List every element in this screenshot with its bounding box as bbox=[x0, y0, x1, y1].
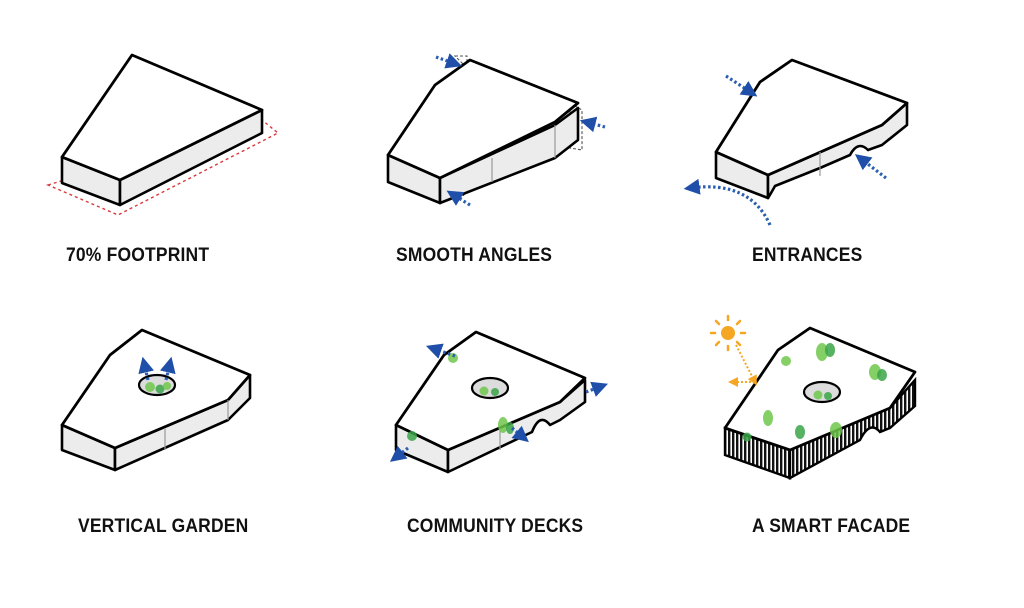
panel-smart-facade bbox=[709, 314, 917, 481]
outward-arrow-icon bbox=[585, 381, 608, 397]
block-top-face bbox=[386, 58, 580, 180]
caption-entrances: ENTRANCES bbox=[752, 245, 863, 266]
facade-fins-right bbox=[788, 376, 917, 481]
deck-void bbox=[470, 376, 510, 400]
inward-arrow-icon bbox=[579, 116, 606, 133]
entrance-arrow-icon bbox=[854, 154, 887, 180]
panel-entrances bbox=[683, 58, 909, 226]
greenery bbox=[813, 390, 823, 400]
panel-vertical-garden bbox=[60, 328, 252, 472]
garden-void bbox=[802, 380, 842, 404]
curved-entrance-arrow-icon bbox=[683, 178, 772, 226]
outward-arrow-icon bbox=[425, 343, 456, 359]
caption-smart-facade: A SMART FACADE bbox=[752, 516, 911, 537]
caption-footprint: 70% FOOTPRINT bbox=[66, 245, 210, 266]
inward-arrow-icon bbox=[435, 53, 463, 69]
panel-smooth-angles bbox=[386, 53, 606, 207]
caption-vertical-garden: VERTICAL GARDEN bbox=[78, 516, 249, 537]
block-right-face bbox=[766, 101, 909, 200]
sun-ray-arrow-icon bbox=[735, 344, 757, 386]
caption-smooth-angles: SMOOTH ANGLES bbox=[396, 245, 553, 266]
panel-footprint bbox=[45, 53, 280, 216]
sun-icon bbox=[709, 314, 747, 352]
block-top-face bbox=[60, 53, 264, 182]
greenery bbox=[145, 382, 155, 392]
entrance-arrow-icon bbox=[725, 74, 758, 97]
inward-arrow-icon bbox=[446, 190, 471, 207]
panel-community-decks bbox=[389, 330, 608, 474]
greenery bbox=[479, 386, 489, 396]
block-top-face bbox=[714, 58, 909, 177]
caption-community-decks: COMMUNITY DECKS bbox=[407, 516, 584, 537]
